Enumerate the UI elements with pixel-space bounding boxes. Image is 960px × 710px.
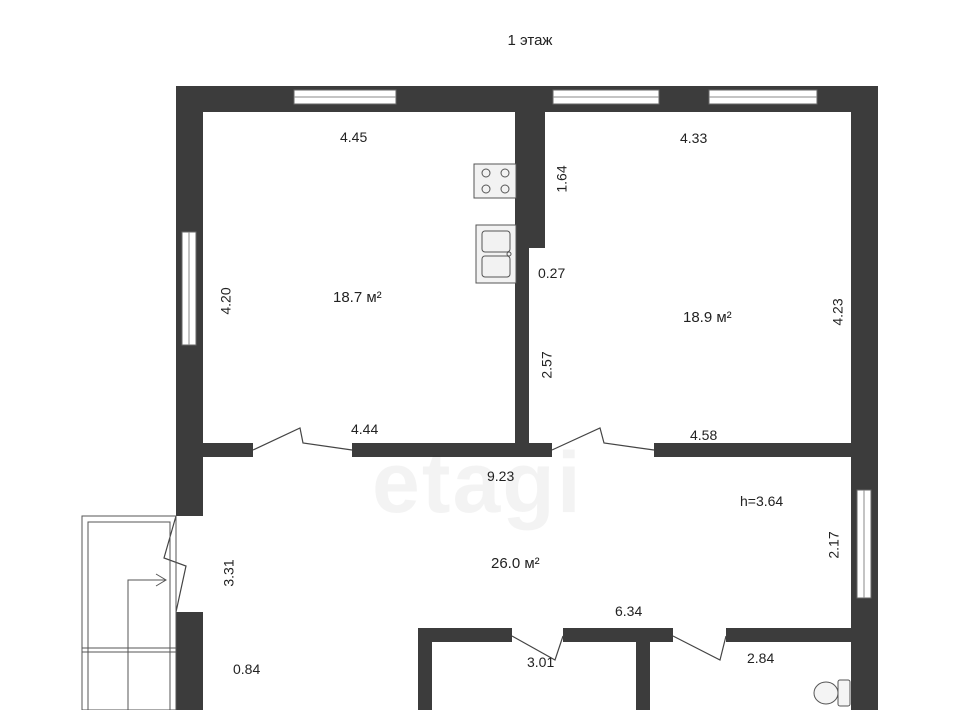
- stairs-outer: [81, 515, 177, 710]
- stove-icon: [473, 163, 517, 199]
- dim-kitchen-top: 4.45: [340, 129, 368, 145]
- floor-title: 1 этаж: [507, 32, 553, 49]
- dim-kitchen-left: 4.20: [217, 287, 234, 315]
- dim-hall-width: 9.23: [487, 468, 515, 484]
- dim-bedroom-top: 4.33: [680, 130, 708, 146]
- wall-lower-post-b: [636, 628, 650, 710]
- door-entry: [163, 515, 187, 613]
- dim-hall-right: 2.17: [825, 531, 842, 559]
- dim-hall-lower: 6.34: [615, 603, 643, 619]
- wall-lower-c: [726, 628, 852, 642]
- stairs-arrow: [155, 573, 167, 587]
- walls: [176, 86, 878, 710]
- wall-lower-b: [563, 628, 673, 642]
- door-small-b: [672, 635, 727, 661]
- stairs: [81, 515, 177, 710]
- dim-partition-lower: 2.57: [538, 351, 555, 379]
- dim-room-small-b: 2.84: [747, 650, 775, 666]
- toilet-icon: [813, 679, 851, 707]
- dim-room-small-a: 3.01: [527, 654, 555, 670]
- dim-hall-left: 3.31: [220, 559, 237, 587]
- stairs-rail: [127, 579, 166, 710]
- wall-mid-c: [654, 443, 852, 457]
- ceiling-height: h=3.64: [740, 493, 784, 509]
- wall-mid-b: [352, 443, 552, 457]
- window-lines: [188, 96, 865, 598]
- wall-mid-a: [203, 443, 253, 457]
- wall-lower-post-a: [418, 628, 432, 710]
- area-bedroom: 18.9 м²: [683, 309, 732, 326]
- dim-partition-upper: 1.64: [553, 165, 570, 193]
- door-small-a: [511, 635, 564, 661]
- wall-right: [851, 86, 878, 710]
- dim-partition-gap: 0.27: [538, 265, 566, 281]
- wall-partition-lower: [515, 248, 529, 456]
- stairs-inner: [87, 521, 171, 710]
- door-kitchen: [252, 427, 353, 451]
- wall-left-lower: [176, 612, 203, 710]
- wall-partition-upper: [515, 86, 545, 248]
- dim-bedroom-right: 4.23: [829, 298, 846, 326]
- dim-bedroom-bottom: 4.58: [690, 427, 718, 443]
- area-living: 26.0 м²: [491, 555, 540, 572]
- dim-entry: 0.84: [233, 661, 261, 677]
- area-kitchen: 18.7 м²: [333, 289, 382, 306]
- dim-kitchen-bottom: 4.44: [351, 421, 379, 437]
- wall-lower-a: [418, 628, 512, 642]
- door-bedroom: [551, 427, 655, 451]
- watermark: etagi: [372, 440, 583, 526]
- sink-icon: [475, 224, 517, 284]
